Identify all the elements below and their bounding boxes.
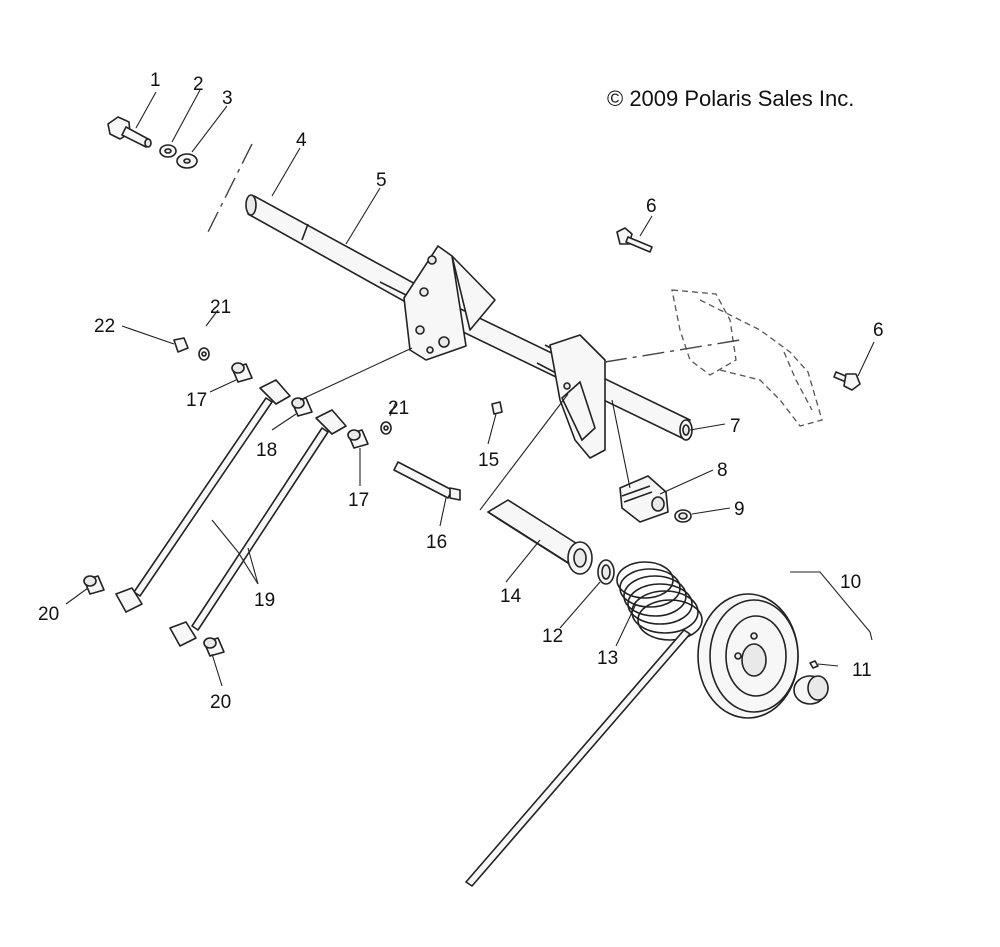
part-bracket-plate [403, 245, 496, 361]
part-17-bushing-b [347, 429, 369, 449]
callout-1: 1 [150, 70, 161, 91]
leader-lines [65, 89, 875, 687]
callout-14: 14 [500, 586, 522, 607]
callout-labels: 1 2 3 4 5 6 6 7 8 9 10 11 12 13 14 15 16… [38, 70, 884, 713]
ghost-frame [671, 289, 823, 427]
callout-16: 16 [426, 532, 447, 553]
part-3-washer [176, 153, 198, 169]
callout-17-left: 17 [186, 390, 207, 411]
callout-20-left: 20 [38, 604, 59, 625]
callout-7: 7 [730, 416, 741, 437]
callout-15: 15 [478, 450, 499, 471]
part-12-washer [597, 559, 615, 585]
part-2-washer [159, 144, 177, 158]
part-21-washer-b [380, 421, 392, 435]
callout-9: 9 [734, 499, 745, 520]
callout-18: 18 [256, 440, 277, 461]
part-11-bearing [793, 660, 829, 705]
part-6-bolt-upper [616, 227, 653, 253]
part-21-washer-a [198, 347, 210, 361]
callout-6-lower: 6 [873, 320, 884, 341]
part-17-bushing-a [231, 362, 253, 383]
part-1-bolt [107, 116, 152, 148]
part-8-block [619, 475, 669, 523]
part-9-washer [674, 509, 692, 523]
callout-11: 11 [852, 660, 872, 681]
callout-21-upper: 21 [210, 297, 231, 318]
callout-6-upper: 6 [646, 196, 657, 217]
callout-21-lower: 21 [388, 398, 409, 419]
callout-13: 13 [597, 648, 618, 669]
part-22-nut [173, 337, 189, 353]
part-10-wheel [697, 593, 799, 719]
callout-22: 22 [94, 316, 115, 337]
callout-10: 10 [840, 572, 861, 593]
part-13-spring [465, 561, 703, 887]
callout-4: 4 [296, 130, 307, 151]
part-20-bushing-a [83, 575, 105, 595]
callout-20-right: 20 [210, 692, 231, 713]
part-19-link-b [169, 409, 347, 647]
callout-19: 19 [254, 590, 275, 611]
part-4-5-front-shaft [245, 194, 431, 311]
part-6-bolt-lower [833, 371, 861, 391]
part-16-pin [393, 461, 461, 501]
part-14-spacer [487, 499, 593, 575]
callout-5: 5 [376, 170, 387, 191]
part-20-bushing-b [203, 637, 225, 657]
callout-17-right: 17 [348, 490, 369, 511]
part-18-bushing [291, 397, 313, 417]
callout-2: 2 [193, 74, 204, 95]
copyright-text: © 2009 Polaris Sales Inc. [607, 86, 854, 111]
callout-8: 8 [717, 460, 728, 481]
part-19-link-a [115, 379, 291, 613]
part-arm-bracket [549, 334, 606, 459]
callout-12: 12 [542, 626, 563, 647]
callout-3: 3 [222, 88, 233, 109]
part-15-fitting [491, 401, 503, 415]
